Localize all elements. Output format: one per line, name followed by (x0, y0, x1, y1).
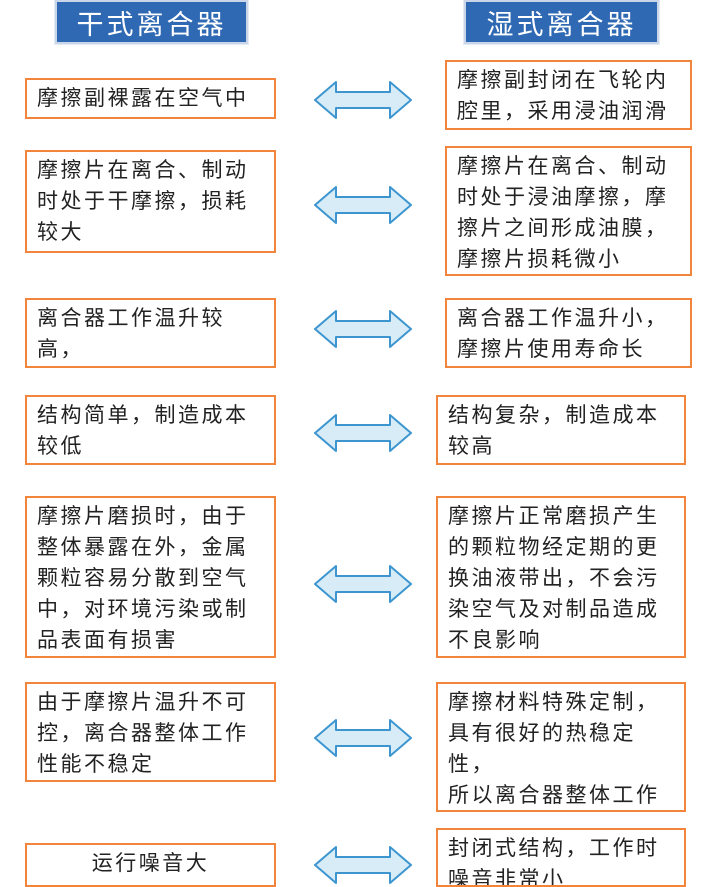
wet-feature-box: 结构复杂，制造成本 较高 (436, 395, 686, 465)
double-arrow-icon (314, 81, 412, 119)
dry-clutch-header: 干式离合器 (55, 0, 248, 44)
wet-clutch-header: 湿式离合器 (464, 0, 659, 44)
double-arrow-icon (314, 414, 412, 452)
dry-feature-box: 结构简单，制造成本 较低 (25, 395, 276, 465)
wet-feature-box: 摩擦副封闭在飞轮内 腔里，采用浸油润滑 (445, 60, 692, 130)
wet-feature-box: 摩擦材料特殊定制， 具有很好的热稳定性， 所以离合器整体工作 性能稳定 (436, 682, 686, 812)
double-arrow-icon (314, 846, 412, 884)
dry-feature-box: 摩擦片磨损时，由于 整体暴露在外，金属 颗粒容易分散到空气 中，对环境污染或制 … (25, 496, 276, 658)
dry-feature-box: 摩擦副裸露在空气中 (25, 78, 276, 119)
wet-feature-box: 封闭式结构，工作时 噪音非常小 (436, 828, 686, 887)
dry-feature-box: 由于摩擦片温升不可 控，离合器整体工作 性能不稳定 (25, 682, 276, 782)
dry-feature-box: 摩擦片在离合、制动 时处于干摩擦，损耗 较大 (25, 150, 276, 253)
dry-feature-box: 离合器工作温升较高， 摩擦片使用寿命较短 (25, 298, 276, 368)
double-arrow-icon (314, 310, 412, 348)
dry-feature-box: 运行噪音大 (25, 843, 276, 887)
wet-feature-box: 离合器工作温升小， 摩擦片使用寿命长 (445, 298, 692, 368)
double-arrow-icon (314, 565, 412, 603)
wet-feature-box: 摩擦片在离合、制动 时处于浸油摩擦，摩 擦片之间形成油膜， 摩擦片损耗微小 (445, 146, 692, 276)
double-arrow-icon (314, 186, 412, 224)
double-arrow-icon (314, 719, 412, 757)
wet-feature-box: 摩擦片正常磨损产生 的颗粒物经定期的更 换油液带出，不会污 染空气及对制品造成 … (436, 496, 686, 658)
